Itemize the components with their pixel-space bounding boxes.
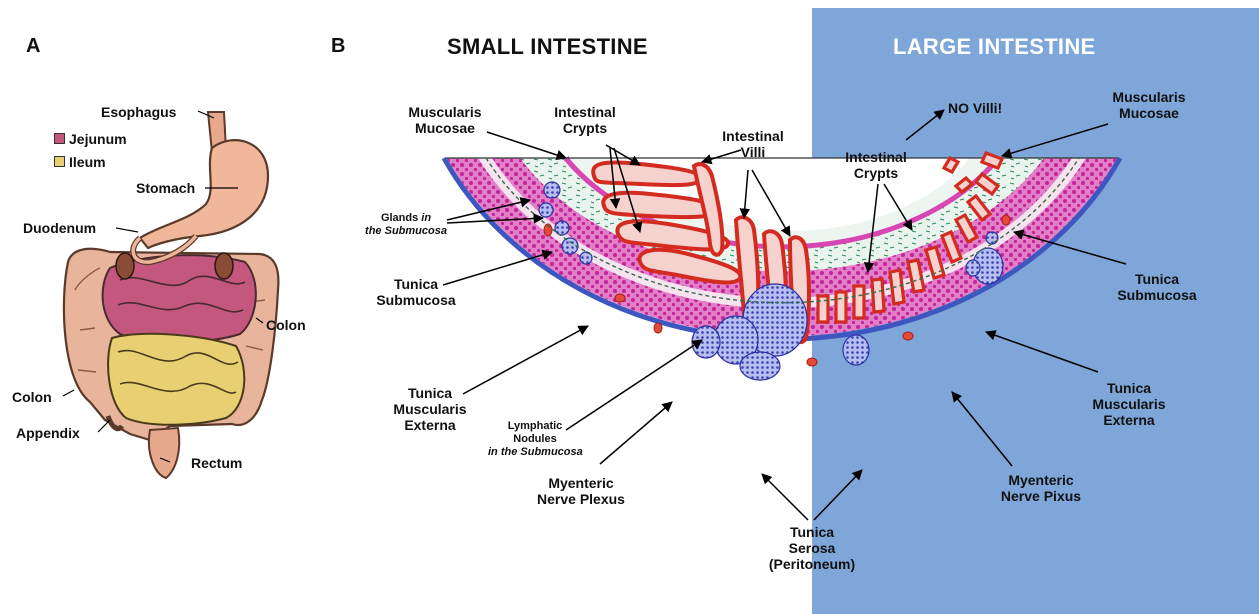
large-intestine-heading: LARGE INTESTINE [893, 34, 1096, 60]
intestinal-crypts-left-label: Intestinal Crypts [545, 104, 625, 136]
tunica-serosa-label: Tunica Serosa (Peritoneum) [762, 524, 862, 572]
esophagus-label: Esophagus [101, 104, 176, 120]
appendix-label: Appendix [16, 425, 80, 441]
myenteric-nerve-plexus-right-label: Myenteric Nerve Pixus [991, 472, 1091, 504]
small-intestine-heading: SMALL INTESTINE [447, 34, 648, 60]
jejunum-legend-swatch [54, 133, 65, 144]
rectum [149, 428, 179, 478]
tunica-submucosa-right-label: Tunica Submucosa [1112, 271, 1202, 303]
lymphatic-nodules-label: Lymphatic Nodules in the Submucosa [488, 420, 582, 459]
muscularis-mucosae-left-label: Muscularis Mucosae [402, 104, 488, 136]
colon-right-label: Colon [266, 317, 306, 333]
tunica-muscularis-externa-left-label: Tunica Muscularis Externa [390, 385, 470, 433]
panel-a-letter: A [26, 35, 40, 58]
ileum-legend-label: Ileum [69, 154, 106, 170]
stomach-label: Stomach [136, 180, 195, 196]
colon-left-label: Colon [12, 389, 52, 405]
duodenum-label: Duodenum [23, 220, 96, 236]
no-villi-label: NO Villi! [948, 100, 1002, 116]
tunica-submucosa-left-label: Tunica Submucosa [371, 276, 461, 308]
myenteric-nerve-plexus-left-label: Myenteric Nerve Plexus [531, 475, 631, 507]
muscularis-mucosae-right-label: Muscularis Mucosae [1106, 89, 1192, 121]
panel-b-letter: B [331, 35, 345, 58]
ileum-legend-swatch [54, 156, 65, 167]
rectum-label: Rectum [191, 455, 242, 471]
ileum [108, 334, 244, 425]
glands-in-submucosa-label: Glands in the Submucosa [363, 212, 449, 238]
jejunum-legend-label: Jejunum [69, 131, 127, 147]
intestinal-villi-label: Intestinal Villi [716, 128, 790, 160]
intestinal-crypts-right-label: Intestinal Crypts [836, 149, 916, 181]
tunica-muscularis-externa-right-label: Tunica Muscularis Externa [1089, 380, 1169, 428]
